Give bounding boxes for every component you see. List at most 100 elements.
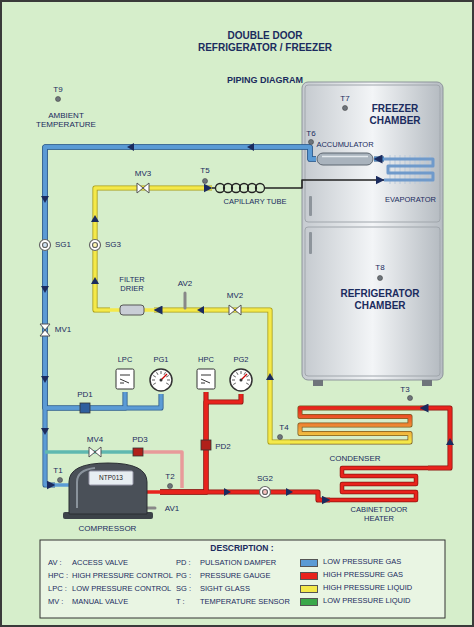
table-cell: ACCESS VALVE [72,559,128,568]
component-label: REFRIGERATOR CHAMBER [320,288,440,311]
component-shape [330,460,428,504]
table-cell: PULSATION DAMPER [200,559,276,568]
component-label: CAPILLARY TUBE [212,198,298,207]
component-label: COMPRESSOR [55,524,160,533]
sight-glasses [40,240,271,498]
chamber-zone: FREEZER CHAMBER ACCUMULATOR EVAPORATOR [305,85,440,222]
sensor-tag: T1 [53,466,62,475]
table-cell: HIGH PRESSURE CONTROL [72,572,173,581]
sensor-tag: T7 [340,94,349,103]
pipe-outline [95,188,212,310]
pressure-control: LPC [112,356,138,392]
pressure-gauge: PG1 [148,356,174,394]
damper-tag: PD3 [132,435,148,444]
component-label: PG2 [228,356,254,365]
sw-icon [116,369,134,389]
component-label: HPC [193,356,219,365]
refrigerant-pipe [45,147,316,408]
sensor-tag: T9 [53,85,62,94]
capillary-tube: CAPILLARY TUBE [212,182,298,212]
legend-text: LOW PRESSURE LIQUID [323,597,411,606]
abbreviation: LPC : [48,585,67,594]
refrigerant-pipe [374,157,384,161]
component-label: CABINET DOOR HEATER [344,506,414,523]
pipe-outline [45,147,316,408]
component-shape [290,400,420,450]
legend-text: LOW PRESSURE GAS [323,558,401,567]
pipe-outline [154,310,290,442]
condenser-coil: CONDENSER [290,400,420,468]
sensor-tag: T6 [306,129,315,138]
refrigerant-pipe [95,188,212,310]
abbreviation: HPC : [48,572,68,581]
pipe-outline [45,147,316,408]
damper-tag: PD1 [77,390,93,399]
refrigerant-pipe [45,147,316,485]
component-label: CONDENSER [290,454,420,463]
legend-entry: HIGH PRESSURE LIQUID [300,584,440,594]
model-plate: NTP013 [89,474,133,481]
valve-tag: AV1 [165,504,180,513]
table-cell: TEMPERATURE SENSOR [200,598,290,607]
subtitle: PIPING DIAGRAM [227,75,303,85]
sw-icon [197,369,215,389]
valve-tag: MV2 [227,291,243,300]
sensor-tag: T8 [375,263,384,272]
abbreviation: T : [176,598,185,607]
legend-entry: LOW PRESSURE LIQUID [300,597,440,607]
access-valves [184,293,187,308]
cap-icon [212,184,298,193]
pressure-control: HPC [193,356,219,392]
refrigerant-pipe [154,310,290,442]
compressor: NTP013COMPRESSOR [55,458,160,536]
pulsation-dampers [80,403,211,456]
sight-glass-tag: SG3 [105,240,121,249]
component-label: EVAPORATOR [384,196,437,205]
refrigerant-pipe [45,147,316,408]
legend-text: HIGH PRESSURE GAS [323,571,403,580]
drier-icon [110,305,154,315]
valve-tag: MV4 [87,435,103,444]
description-box [40,540,445,618]
sensor-tag: T2 [165,472,174,481]
sensor-tag: T5 [200,166,209,175]
heat-icon [330,468,428,500]
abbreviation: PD : [176,559,191,568]
gauge-icon [150,369,172,391]
chamber-zone: REFRIGERATOR CHAMBER [305,228,440,375]
gauge-icon [230,369,252,391]
component-label: FREEZER CHAMBER [357,103,433,126]
title: DOUBLE DOOR REFRIGERATOR / FREEZER [190,30,340,53]
cond-icon [290,408,420,442]
refrigerant-pipe [420,408,450,468]
filter-drier: FILTER DRIER [110,276,154,316]
legend-swatch [300,598,318,606]
legend-entry: HIGH PRESSURE GAS [300,571,440,581]
abbreviation: MV : [48,598,63,607]
sensor-tag: T3 [400,385,409,394]
accumulator: ACCUMULATOR [316,141,374,167]
component-shape [212,182,298,194]
evap-icon [384,155,433,184]
component-shape [116,369,134,389]
legend-swatch [300,572,318,580]
sensor-note: AMBIENT TEMPERATURE [35,111,97,129]
pipe-outline [160,394,241,492]
valve-tag: AV2 [178,279,193,288]
refrigerant-pipe [298,180,384,188]
valve-tag: MV1 [55,325,71,334]
table-cell: SIGHT GLASS [200,585,250,594]
evaporator-coil: EVAPORATOR [384,150,437,212]
component-label: LPC [112,356,138,365]
legend-swatch [300,559,318,567]
flow-arrows [41,143,454,496]
door-heater: CABINET DOOR HEATER [330,460,428,526]
component-label: FILTER DRIER [110,276,154,293]
sensor-tag: T4 [279,423,288,432]
component-label: PG1 [148,356,174,365]
manual-valves [40,183,241,457]
legend-text: HIGH PRESSURE LIQUID [323,584,412,593]
abbreviation: PG : [176,572,191,581]
